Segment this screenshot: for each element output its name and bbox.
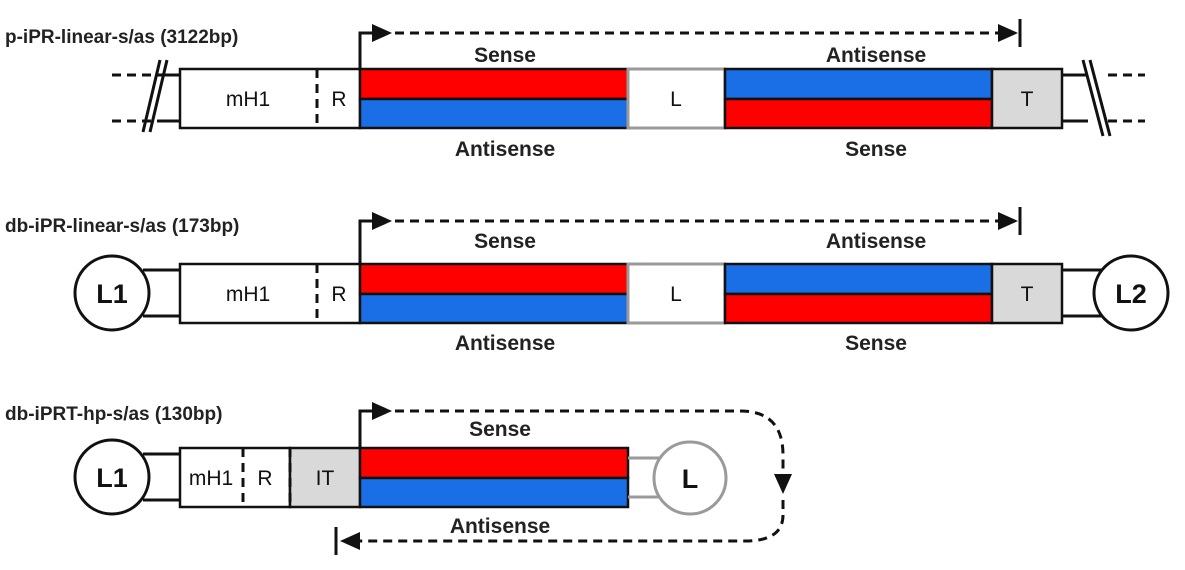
terminator-box <box>990 262 1064 325</box>
top-right-label: Antisense <box>826 230 926 253</box>
r-label: R <box>331 88 346 111</box>
sense-strand-right <box>723 97 994 130</box>
bottom-left-label: Antisense <box>455 138 555 161</box>
hairpin-loop: L <box>628 440 728 516</box>
construct-title: db-iPRT-hp-s/as (130bp) <box>5 404 222 425</box>
left-loop-label: L1 <box>96 279 128 309</box>
construct-title: p-iPR-linear-s/as (3122bp) <box>5 27 238 48</box>
terminator-box <box>990 67 1064 130</box>
it-box <box>288 446 362 509</box>
loop-label: L <box>682 464 699 494</box>
promoter-region <box>178 446 292 509</box>
terminator-label: T <box>1021 88 1034 111</box>
promoter-region <box>178 262 362 325</box>
right-dumbbell-loop: L2 <box>1062 254 1170 332</box>
right-loop-label: L2 <box>1115 279 1147 309</box>
promoter-label: mH1 <box>226 88 270 111</box>
plasmid-break-right <box>1062 59 1145 137</box>
bottom-left-label: Antisense <box>455 332 555 355</box>
top-left-label: Sense <box>474 230 536 253</box>
construct-db-ipr-linear: db-iPR-linear-s/as (173bp) L1 mH1 R L T … <box>5 207 1170 355</box>
transcription-arrow <box>358 207 1022 264</box>
it-label: IT <box>316 467 335 490</box>
left-dumbbell-loop: L1 <box>73 438 180 516</box>
construct-title: db-iPR-linear-s/as (173bp) <box>5 216 239 237</box>
antisense-strand-right <box>723 262 994 296</box>
antisense-strand-left <box>358 292 630 325</box>
antisense-strand-left <box>358 97 630 130</box>
r-label: R <box>257 467 272 490</box>
promoter-label: mH1 <box>226 283 270 306</box>
promoter-label: mH1 <box>189 467 233 490</box>
top-right-label: Antisense <box>826 44 926 67</box>
sense-strand <box>358 446 630 480</box>
left-dumbbell-loop: L1 <box>73 254 180 332</box>
left-loop-label: L1 <box>96 463 128 493</box>
bottom-label: Antisense <box>450 515 550 538</box>
bottom-right-label: Sense <box>845 332 907 355</box>
promoter-region <box>178 67 362 130</box>
r-label: R <box>331 283 346 306</box>
sense-strand-right <box>723 292 994 325</box>
loop-box <box>626 67 727 130</box>
construct-p-ipr-linear: p-iPR-linear-s/as (3122bp) mH1 R L T <box>5 19 1145 161</box>
construct-db-iprt-hp: db-iPRT-hp-s/as (130bp) L1 mH1 R IT L <box>5 402 792 555</box>
bottom-right-label: Sense <box>845 138 907 161</box>
terminator-label: T <box>1021 283 1034 306</box>
loop-label: L <box>670 283 682 306</box>
transcription-arrow <box>334 402 792 555</box>
top-label: Sense <box>469 418 531 441</box>
sense-strand-left <box>358 262 630 296</box>
plasmid-break-left <box>112 59 180 133</box>
antisense-strand-right <box>723 67 994 101</box>
antisense-strand <box>358 476 630 509</box>
top-left-label: Sense <box>474 44 536 67</box>
sense-strand-left <box>358 67 630 101</box>
loop-label: L <box>670 88 682 111</box>
transcription-arrow <box>358 19 1022 69</box>
